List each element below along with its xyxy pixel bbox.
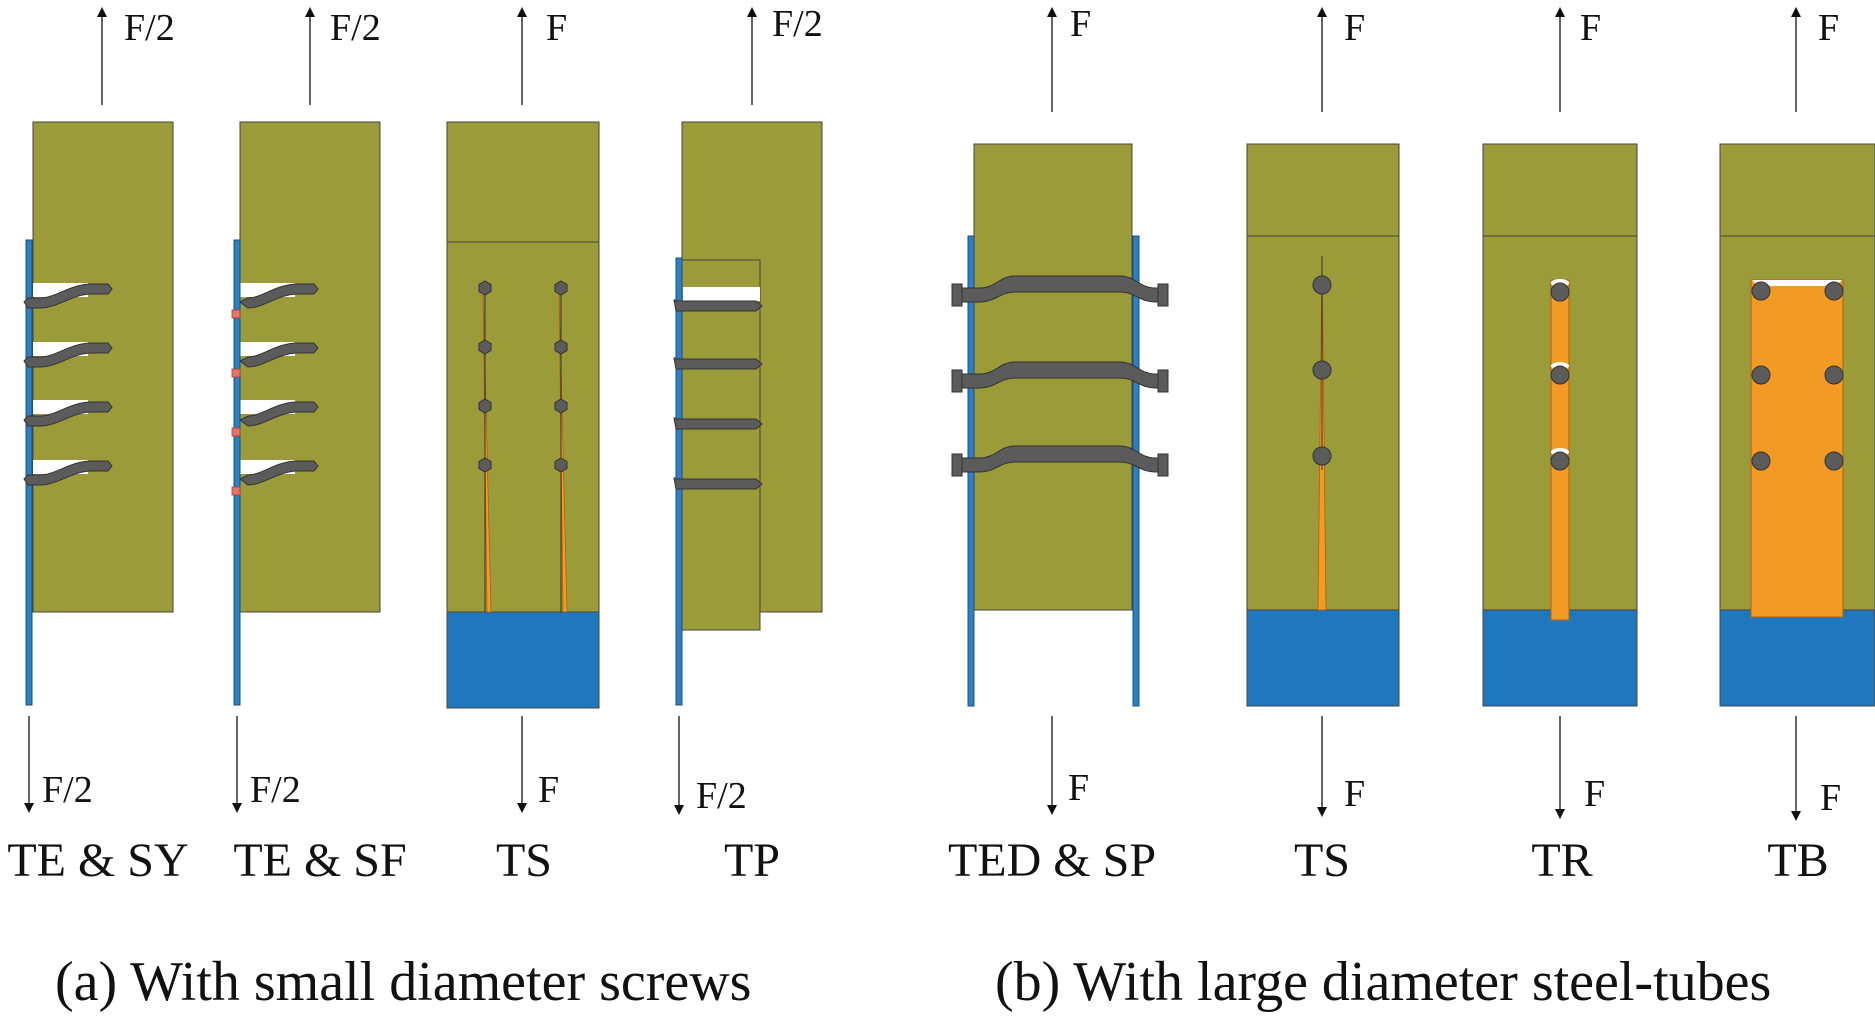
force-bottom-label: F/2: [250, 769, 301, 811]
steel-side-plate: [25, 239, 33, 706]
force-bottom-label: F: [1820, 777, 1841, 819]
force-top-label: F/2: [772, 3, 823, 45]
screw-icon: [482, 285, 568, 613]
force-top-label: F: [1070, 3, 1091, 45]
specimen-label: TS: [496, 834, 552, 887]
specimen-label: TS: [1294, 834, 1350, 887]
specimen-label: TR: [1531, 834, 1592, 887]
force-bottom-label: F/2: [42, 769, 93, 811]
panel-caption: (b) With large diameter steel-tubes: [995, 951, 1771, 1013]
specimen-ted-sp: F F TED & SP: [948, 3, 1169, 887]
force-top-label: F: [1580, 7, 1601, 49]
specimen-ts-a: F F TS: [446, 7, 600, 887]
base-block: [1246, 609, 1400, 707]
specimen-label: TP: [724, 834, 780, 887]
specimen-label: TB: [1767, 834, 1828, 887]
force-bottom-label: F: [538, 769, 559, 811]
force-top-label: F: [1818, 7, 1839, 49]
specimen-te-sy: F/2 F/2 TE & SY: [7, 7, 189, 887]
paint-mark: [231, 309, 241, 496]
screw-icon: [23, 342, 113, 368]
screw-icon: [23, 283, 113, 309]
specimen-te-sf: F/2 F/2 TE & SF: [231, 7, 407, 887]
force-bottom-label: F: [1068, 767, 1089, 809]
timber-member-inner: [681, 259, 761, 631]
specimen-label: TE & SF: [233, 834, 406, 887]
specimen-tb: F F TB: [1719, 7, 1875, 887]
base-block: [1482, 609, 1638, 707]
screw-icon: [673, 299, 763, 490]
force-bottom-label: F: [1344, 773, 1365, 815]
specimen-label: TE & SY: [7, 834, 188, 887]
bolt-icon: [1312, 275, 1332, 466]
bolt-icon: [478, 280, 568, 473]
timber-member: [239, 121, 381, 613]
force-top-label: F/2: [330, 7, 381, 49]
white-gap: [683, 287, 760, 301]
panel-b: F F TED & SP F: [948, 3, 1875, 1013]
bolt-icon: [1751, 281, 1844, 471]
specimen-ts-b: F F TS: [1246, 7, 1400, 887]
specimen-tr: F F TR: [1482, 7, 1638, 887]
force-bottom-label: F/2: [696, 775, 747, 817]
panel-a: F/2 F/2 TE & SY F/: [7, 3, 822, 1013]
hole-gap: [1752, 280, 1842, 286]
base-block: [446, 611, 600, 709]
screw-icon: [239, 283, 319, 486]
screw-icon: [23, 401, 113, 427]
timber-member: [446, 121, 600, 613]
specimen-label: TED & SP: [948, 834, 1156, 887]
force-bottom-label: F: [1584, 773, 1605, 815]
force-top-label: F/2: [124, 7, 175, 49]
force-top-label: F: [546, 7, 567, 49]
tube-icon: [1750, 279, 1844, 618]
specimen-tp: F/2 F/2 TP: [673, 3, 823, 887]
steel-side-plate: [233, 239, 241, 706]
base-block: [1719, 609, 1875, 707]
force-top-label: F: [1344, 7, 1365, 49]
steel-side-plate: [1132, 235, 1140, 707]
timber-member: [32, 121, 174, 613]
screw-icon: [23, 460, 113, 486]
panel-caption: (a) With small diameter screws: [55, 951, 751, 1013]
bolt-icon: [1550, 282, 1570, 471]
bolt-icon: [951, 275, 1169, 477]
